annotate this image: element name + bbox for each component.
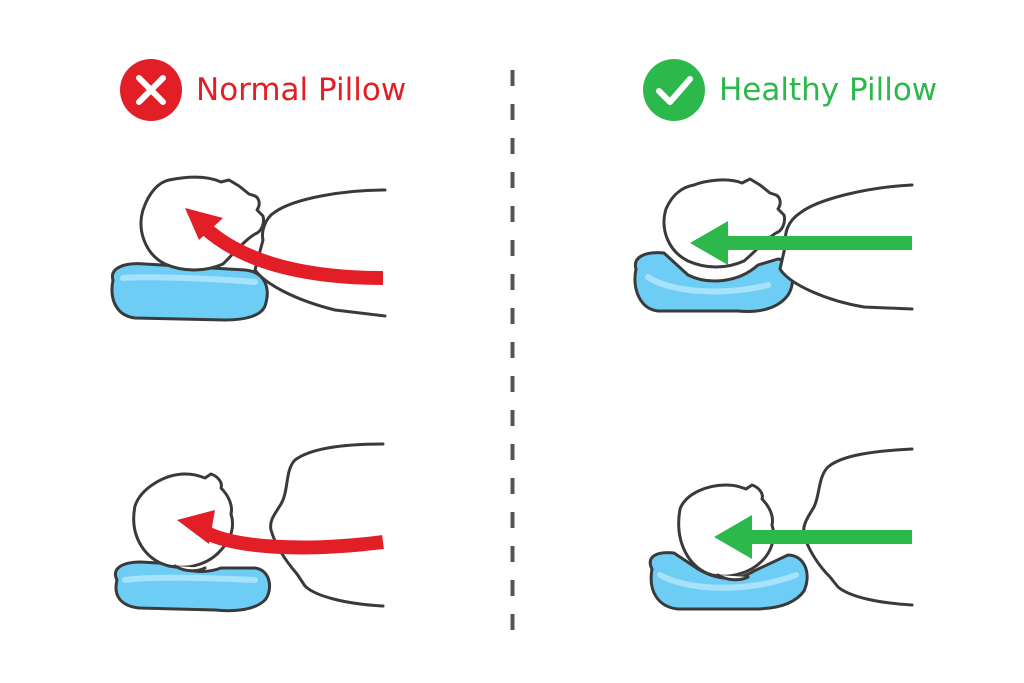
healthy-pillow-side-figure	[628, 165, 928, 335]
pillow-shape	[633, 251, 795, 313]
pillow-shape	[648, 551, 809, 611]
normal-pillow-side-figure	[105, 160, 405, 330]
pillow-shape	[110, 262, 269, 322]
cross-icon	[120, 59, 182, 121]
dashed-divider	[510, 70, 515, 640]
normal-pillow-title: Normal Pillow	[196, 71, 407, 108]
pillow-shape	[114, 560, 272, 613]
healthy-pillow-back-figure	[628, 445, 928, 615]
normal-pillow-header: Normal Pillow	[120, 59, 407, 121]
check-icon	[643, 59, 705, 121]
healthy-pillow-header: Healthy Pillow	[643, 59, 938, 121]
normal-pillow-back-figure	[105, 440, 405, 613]
healthy-pillow-title: Healthy Pillow	[719, 71, 938, 108]
